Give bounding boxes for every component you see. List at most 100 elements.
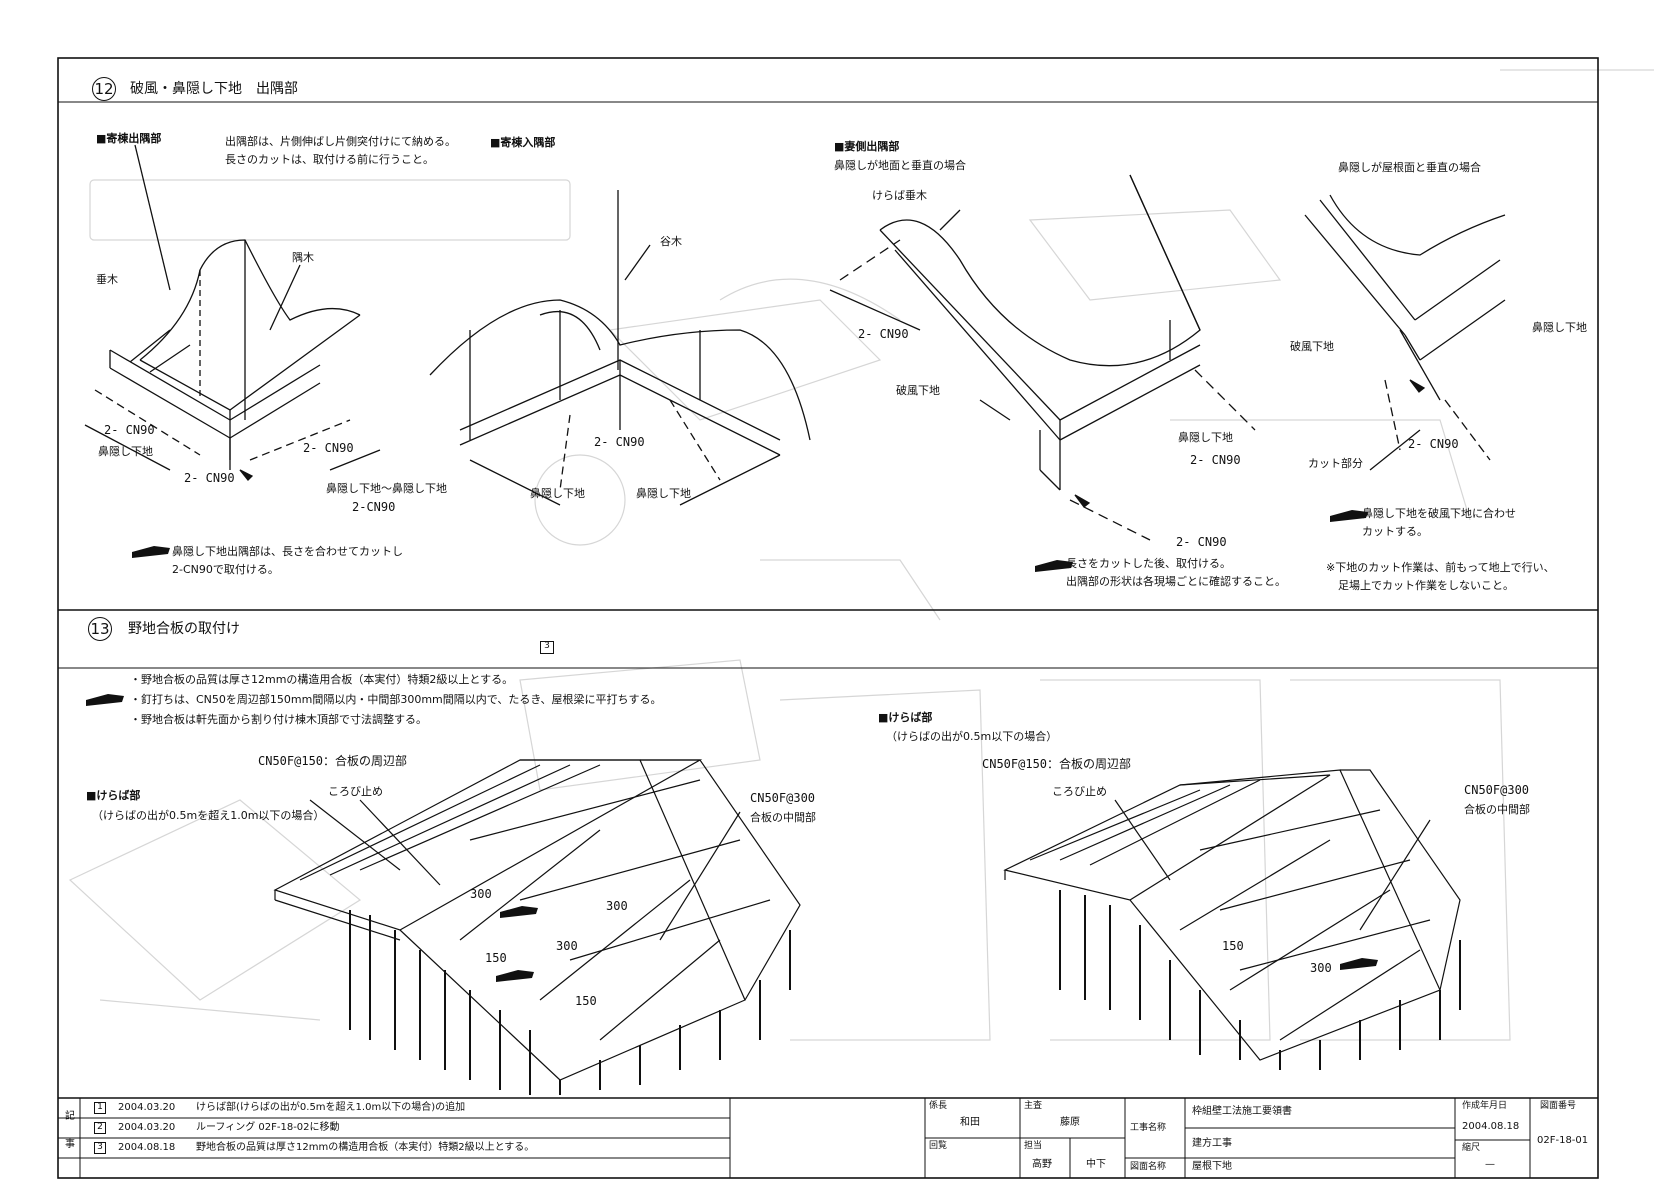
gable-roof-note-2: 足場上でカット作業をしないこと。 (1338, 579, 1514, 592)
rev-2-date: 2004.03.20 (118, 1122, 176, 1133)
label-cn90-a: 2- CN90 (104, 423, 155, 437)
pointer-hand-icons (86, 510, 1378, 982)
roof-sheathing-right-drawing (1003, 769, 1461, 1070)
left-subheading: （けらばの出が0.5mを超え1.0m以下の場合） (92, 809, 325, 822)
label-cn90-h: 2- CN90 (1176, 535, 1227, 549)
scale-label: 縮尺 (1462, 1143, 1481, 1153)
gable-heading: ■妻側出隅部 (834, 140, 900, 153)
sheet-frame (57, 57, 1599, 1179)
side-label-ji: 事 (65, 1139, 75, 1150)
label-cn90-f: 2- CN90 (858, 327, 909, 341)
right-subheading: （けらばの出が0.5m以下の場合） (886, 730, 1058, 743)
label-hanakakushi-a: 鼻隠し下地 (98, 445, 153, 458)
kakari-label: 係長 (929, 1101, 948, 1111)
label-hanakakushi-joint: 鼻隠し下地〜鼻隠し下地 (326, 482, 447, 495)
scale-value: — (1485, 1159, 1495, 1170)
bleed-through-ghost-lines (68, 69, 1654, 1041)
hip-outside-tip-2: 2-CN90で取付ける。 (172, 563, 279, 576)
label-tanigi: 谷木 (660, 235, 682, 248)
label-cn90-d: 2-CN90 (352, 500, 396, 514)
gable-roof-tip-2: カットする。 (1362, 525, 1428, 538)
date-label: 作成年月日 (1462, 1101, 1508, 1111)
kakari-value: 和田 (960, 1117, 980, 1128)
side-label-ki: 記 (65, 1111, 75, 1122)
right-dim-300: 300 (1310, 961, 1332, 975)
gable-vertical-tip-2: 出隅部の形状は各現場ごとに確認すること。 (1066, 575, 1286, 588)
label-hanakakushi-b: 鼻隠し下地 (530, 487, 585, 500)
label-cn90-c: 2- CN90 (303, 441, 354, 455)
right-heading: ■けらば部 (878, 711, 933, 724)
tanto-value-1: 高野 (1032, 1159, 1052, 1170)
title-block-grid (58, 1098, 1531, 1178)
gable-vertical-subheading: 鼻隠しが地面と垂直の場合 (834, 159, 966, 172)
bullet-1: ・野地合板の品質は厚さ12mmの構造用合板（本実付）特類2級以上とする。 (130, 673, 514, 686)
label-cn90-g: 2- CN90 (1190, 453, 1241, 467)
left-dim-300-a: 300 (470, 887, 492, 901)
rev-1-mark: 1 (94, 1102, 106, 1114)
label-hanakakushi-d: 鼻隠し下地 (1178, 431, 1233, 444)
label-hafu-b: 破風下地 (1290, 340, 1334, 353)
roof-sheathing-left-drawing (273, 759, 801, 1095)
tanto-value-2: 中下 (1086, 1159, 1106, 1170)
label-hanakakushi-e: 鼻隠し下地 (1532, 321, 1587, 334)
label-sumigi: 隅木 (292, 251, 314, 264)
label-hafu-a: 破風下地 (896, 384, 940, 397)
rev-1-text: けらば部(けらばの出が0.5mを超え1.0m以下の場合)の追加 (196, 1102, 466, 1113)
drawing-label: 図面名称 (1130, 1162, 1167, 1172)
left-dim-300-c: 300 (556, 939, 578, 953)
label-cn90-b: 2- CN90 (184, 471, 235, 485)
hip-outside-tip-1: 鼻隠し下地出隅部は、長さを合わせてカットし (172, 545, 403, 558)
number-label: 図面番号 (1540, 1101, 1577, 1111)
tanto-label: 担当 (1024, 1141, 1043, 1151)
drawing-value: 屋根下地 (1192, 1161, 1232, 1172)
project-value: 枠組壁工法施工要領書 (1192, 1106, 1292, 1117)
hip-inside-heading: ■寄棟入隅部 (490, 136, 556, 149)
gable-roof-note-1: ※下地のカット作業は、前もって地上で行い、 (1326, 561, 1555, 574)
label-cn90-i: 2- CN90 (1408, 437, 1459, 451)
left-dim-150-a: 150 (485, 951, 507, 965)
gable-roof-drawing (1304, 194, 1506, 471)
date-value: 2004.08.18 (1462, 1121, 1520, 1132)
left-label-mid: 合板の中間部 (750, 811, 816, 824)
kento-label: 回覧 (929, 1141, 948, 1151)
shunin-label: 主査 (1024, 1101, 1043, 1111)
left-dim-300-b: 300 (606, 899, 628, 913)
gable-vertical-tip-1: 長さをカットした後、取付ける。 (1066, 557, 1231, 570)
right-label-cn50-300: CN50F@300 (1464, 783, 1530, 797)
rev-1-date: 2004.03.20 (118, 1102, 176, 1113)
label-cut-part: カット部分 (1308, 457, 1363, 470)
gable-roof-subheading: 鼻隠しが屋根面と垂直の場合 (1338, 161, 1481, 174)
hip-inside-corner-drawing (429, 190, 811, 506)
section-13-title: 野地合板の取付け (128, 621, 240, 637)
left-label-cn50-300: CN50F@300 (750, 791, 816, 805)
left-label-korobidome: ころび止め (328, 785, 383, 798)
section-13-number: 13 (88, 617, 112, 641)
rev-3-mark: 3 (94, 1142, 106, 1154)
rev-3-date: 2004.08.18 (118, 1142, 176, 1153)
bullet-2: ・釘打ちは、CN50を周辺部150mm間隔以内・中間部300mm間隔以内で、たる… (130, 693, 662, 706)
hip-outside-heading: ■寄棟出隅部 (96, 132, 162, 145)
left-label-cn50-150: CN50F@150：合板の周辺部 (258, 754, 408, 768)
bullet-3: ・野地合板は軒先面から割り付け棟木頂部で寸法調整する。 (130, 713, 427, 726)
rev-2-text: ルーフィング 02F-18-02に移動 (196, 1122, 340, 1133)
hip-outside-note-2: 長さのカットは、取付ける前に行うこと。 (225, 153, 434, 166)
number-value: 02F-18-01 (1537, 1135, 1589, 1146)
label-taruki: 垂木 (96, 273, 118, 286)
label-cn90-e: 2- CN90 (594, 435, 645, 449)
label-keraba-taruki: けらば垂木 (872, 189, 927, 202)
revision-mark-3: 3 (540, 641, 554, 654)
gable-roof-tip-1: 鼻隠し下地を破風下地に合わせ (1362, 507, 1516, 520)
gable-vertical-drawing (829, 174, 1256, 541)
rev-2-mark: 2 (94, 1122, 106, 1134)
shunin-value: 藤原 (1060, 1117, 1080, 1128)
right-label-mid: 合板の中間部 (1464, 803, 1530, 816)
right-dim-150: 150 (1222, 939, 1244, 953)
label-hanakakushi-c: 鼻隠し下地 (636, 487, 691, 500)
rev-3-text: 野地合板の品質は厚さ12mmの構造用合板（本実付）特類2級以上とする。 (196, 1142, 535, 1153)
project-sub: 建方工事 (1192, 1138, 1232, 1149)
right-label-korobidome: ころび止め (1052, 785, 1107, 798)
section-12-number: 12 (92, 77, 116, 101)
left-heading: ■けらば部 (86, 789, 141, 802)
hip-outside-note-1: 出隅部は、片側伸ばし片側突付けにて納める。 (225, 135, 456, 148)
